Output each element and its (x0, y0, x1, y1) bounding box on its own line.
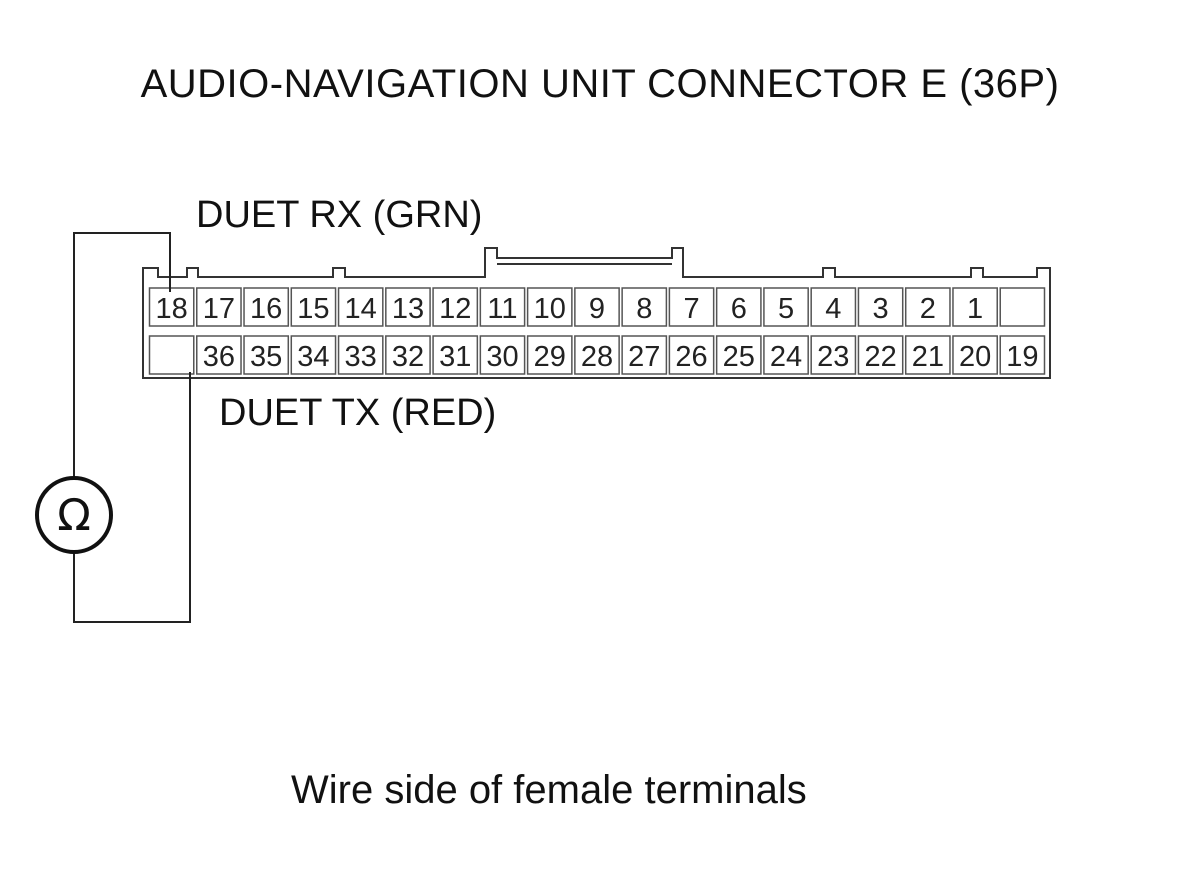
pin-cell-6 (715, 287, 762, 327)
pin-label-9: 9 (589, 293, 605, 325)
pin-label-30: 30 (486, 341, 518, 373)
pin-cell-30 (479, 335, 526, 375)
pin-label-21: 21 (912, 341, 944, 373)
pin-cell-3 (857, 287, 904, 327)
pin-cell-24 (763, 335, 809, 375)
pin-label-34: 34 (297, 341, 329, 373)
pin-label-36: 36 (203, 341, 235, 373)
pin-label-10: 10 (534, 293, 566, 325)
tx-probe-lead (73, 372, 191, 623)
pin-cell-33 (337, 335, 384, 375)
pin-cell-12 (432, 287, 479, 327)
pin-cell-5 (763, 287, 809, 327)
pin-cell-25 (715, 335, 762, 375)
blank-cell (148, 335, 195, 375)
pin-cell-9 (574, 287, 620, 327)
pin-cell-1 (952, 287, 998, 327)
pin-label-25: 25 (723, 341, 755, 373)
pin-label-13: 13 (392, 293, 424, 325)
pin-cell-28 (574, 335, 620, 375)
pin-cell-18 (148, 287, 195, 327)
pin-label-1: 1 (967, 293, 983, 325)
pin-label-31: 31 (439, 341, 471, 373)
pin-label-19: 19 (1006, 341, 1038, 373)
pin-cell-10 (526, 287, 573, 327)
pin-label-12: 12 (439, 293, 471, 325)
pin-cell-32 (385, 335, 431, 375)
pin-cell-21 (904, 335, 951, 375)
pin-cell-16 (243, 287, 290, 327)
pin-cell-15 (290, 287, 337, 327)
pin-label-33: 33 (345, 341, 377, 373)
pin-label-4: 4 (825, 293, 841, 325)
blank-cell (999, 287, 1046, 327)
pin-cell-20 (952, 335, 998, 375)
pin-label-6: 6 (731, 293, 747, 325)
pin-label-20: 20 (959, 341, 991, 373)
rx-probe-lead (73, 232, 171, 478)
pin-cell-26 (668, 335, 715, 375)
pin-label-22: 22 (864, 341, 896, 373)
pin-cell-8 (621, 287, 668, 327)
diagram-title: AUDIO-NAVIGATION UNIT CONNECTOR E (36P) (140, 62, 1060, 106)
pin-cell-22 (857, 335, 904, 375)
pin-label-28: 28 (581, 341, 613, 373)
pin-cell-27 (621, 335, 668, 375)
pin-cell-7 (668, 287, 715, 327)
pin-cell-17 (196, 287, 242, 327)
pin-label-7: 7 (683, 293, 699, 325)
duet-tx-label: DUET TX (RED) (219, 392, 497, 434)
pin-label-35: 35 (250, 341, 282, 373)
duet-rx-label: DUET RX (GRN) (196, 194, 483, 236)
pin-cell-31 (432, 335, 479, 375)
pin-label-29: 29 (534, 341, 566, 373)
pin-label-8: 8 (636, 293, 652, 325)
pin-label-23: 23 (817, 341, 849, 373)
pin-label-17: 17 (203, 293, 235, 325)
pin-label-18: 18 (155, 293, 187, 325)
pin-cell-29 (526, 335, 573, 375)
pin-label-26: 26 (675, 341, 707, 373)
pin-label-15: 15 (297, 293, 329, 325)
pin-cell-23 (810, 335, 857, 375)
ohm-symbol: Ω (57, 490, 91, 541)
ohmmeter-icon: Ω (35, 476, 113, 554)
pin-label-2: 2 (920, 293, 936, 325)
pin-label-3: 3 (873, 293, 889, 325)
pin-label-24: 24 (770, 341, 802, 373)
pin-cell-14 (337, 287, 384, 327)
pin-label-16: 16 (250, 293, 282, 325)
pin-label-11: 11 (487, 293, 517, 325)
pin-cell-4 (810, 287, 857, 327)
pin-cell-19 (999, 335, 1046, 375)
pin-label-14: 14 (345, 293, 377, 325)
pin-cell-11 (479, 287, 526, 327)
pin-cell-13 (385, 287, 431, 327)
pin-cell-2 (904, 287, 951, 327)
pin-label-5: 5 (778, 293, 794, 325)
pin-cell-36 (196, 335, 242, 375)
pin-label-32: 32 (392, 341, 424, 373)
pin-label-27: 27 (628, 341, 660, 373)
pin-cell-34 (290, 335, 337, 375)
connector-housing (142, 247, 1051, 379)
pin-cell-35 (243, 335, 290, 375)
view-caption: Wire side of female terminals (291, 768, 807, 812)
